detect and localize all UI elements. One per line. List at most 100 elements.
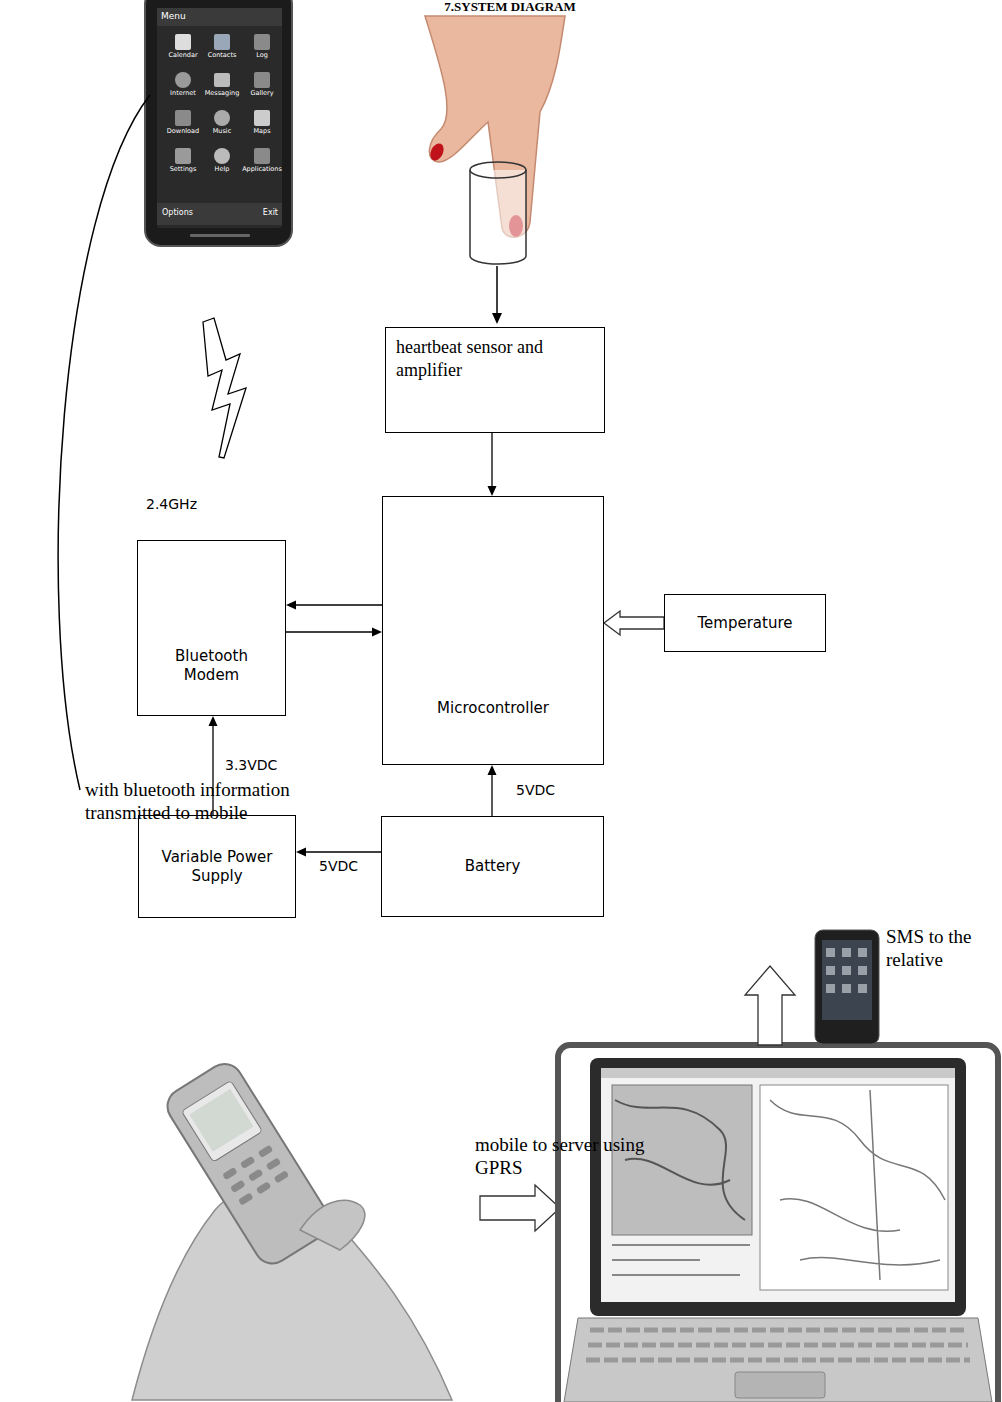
- key: [240, 1156, 256, 1169]
- fingernail: [428, 141, 446, 162]
- toolbar: [601, 1068, 955, 1078]
- bluetooth-box: Bluetooth Modem: [137, 540, 286, 716]
- phone-screen-text: Maps: [234, 128, 290, 136]
- box-label: heartbeat sensor and amplifier: [396, 336, 576, 382]
- app-icon: [254, 34, 270, 50]
- map-panel: [760, 1085, 948, 1290]
- key: [256, 1181, 272, 1194]
- frame: [558, 1045, 998, 1402]
- connector-line: [295, 604, 382, 605]
- smartphone-illustration: [145, 0, 292, 246]
- note-text: with bluetooth information transmitted t…: [85, 778, 355, 824]
- screen: [601, 1068, 955, 1302]
- connector-arrow: [286, 601, 382, 610]
- hand-with-phone: [132, 1057, 452, 1400]
- connector-arrow: [209, 716, 218, 815]
- gprs-arrow: [480, 1185, 560, 1231]
- app-icons: [826, 948, 867, 993]
- app-icon: [214, 148, 230, 164]
- connector-line: [491, 433, 492, 487]
- phone: [161, 1057, 337, 1270]
- connector-arrow: [286, 628, 382, 637]
- battery-box: Battery: [381, 816, 604, 917]
- arrow-head: [488, 486, 497, 496]
- hollow-arrow: [604, 611, 664, 635]
- frequency-label: 2.4GHz: [146, 496, 216, 513]
- box-label: Temperature: [697, 614, 792, 633]
- connector-line: [305, 851, 381, 852]
- edge-label: 3.3VDC: [223, 757, 279, 774]
- phone-screen-text: Calendar: [155, 52, 211, 60]
- app-icon: [254, 110, 270, 126]
- app-icon: [826, 966, 835, 975]
- keypad: [222, 1145, 289, 1206]
- box-label: Battery: [465, 857, 521, 876]
- key: [230, 1180, 246, 1193]
- app-icon: [842, 966, 851, 975]
- edge-label: 5VDC: [317, 858, 360, 875]
- phone-body: [815, 930, 879, 1044]
- app-icon: [214, 110, 230, 126]
- key: [258, 1145, 274, 1158]
- laptop-server: [558, 1045, 998, 1402]
- key: [266, 1157, 282, 1170]
- signal-arrow: [496, 266, 498, 314]
- sms-arrow: [745, 966, 795, 1045]
- key: [238, 1192, 254, 1205]
- arrow-head: [492, 313, 502, 324]
- note-text: SMS to the relative: [886, 925, 996, 971]
- app-icon: [858, 984, 867, 993]
- edge-label: 5VDC: [514, 782, 557, 799]
- connector-arrow: [296, 848, 381, 857]
- phone-screen-text: Settings: [155, 166, 211, 174]
- phone-body: [145, 0, 292, 246]
- cylinder-top: [470, 162, 526, 178]
- key: [274, 1170, 290, 1183]
- map-contour: [770, 1090, 945, 1280]
- arrow-head: [488, 765, 497, 775]
- power-supply-box: Variable Power Supply: [138, 815, 296, 918]
- phone-display: [189, 1089, 253, 1152]
- phone-screen: [182, 1080, 263, 1162]
- relative-phone: [815, 930, 879, 1044]
- phone-screen-text: Messaging: [194, 90, 250, 98]
- phone-screen-text: Menu: [161, 11, 201, 22]
- arrow-head: [372, 628, 382, 637]
- note-text: mobile to server using GPRS: [475, 1133, 650, 1179]
- arrow-head: [296, 848, 306, 857]
- phone-screen-text: Help: [194, 166, 250, 174]
- phone-screen: [157, 8, 282, 228]
- key: [248, 1168, 264, 1181]
- box-label: Variable Power Supply: [150, 848, 285, 886]
- connector-arrow: [604, 611, 664, 635]
- app-icon: [175, 110, 191, 126]
- phone-screen-text: Music: [194, 128, 250, 136]
- app-icon: [842, 948, 851, 957]
- connector-line: [286, 631, 373, 632]
- app-icon: [254, 148, 270, 164]
- connector-arrow: [488, 433, 497, 496]
- connector-line: [491, 774, 492, 816]
- phone-screen: [822, 940, 872, 1020]
- phone-screen-text: Internet: [155, 90, 211, 98]
- cylinder-body: [470, 170, 526, 264]
- arrow-head: [286, 601, 296, 610]
- phone-screen-text: Applications: [234, 166, 290, 174]
- phone-softkey: Options: [162, 208, 212, 218]
- keys: [586, 1330, 970, 1360]
- microcontroller-box: Microcontroller: [382, 496, 604, 765]
- chart-lines: [612, 1245, 750, 1275]
- app-icon: [254, 72, 270, 88]
- key: [222, 1167, 238, 1180]
- phone-screen-text: Contacts: [194, 52, 250, 60]
- sensor-cylinder: [470, 162, 526, 264]
- app-icon: [214, 73, 230, 87]
- app-icon: [858, 948, 867, 957]
- phone-screen-text: Log: [234, 52, 290, 60]
- diagram-title: 7.SYSTEM DIAGRAM: [410, 0, 610, 14]
- connector-line: [212, 725, 213, 815]
- thumb: [300, 1200, 365, 1250]
- map-panel: [612, 1085, 752, 1235]
- phone-body: [161, 1057, 337, 1270]
